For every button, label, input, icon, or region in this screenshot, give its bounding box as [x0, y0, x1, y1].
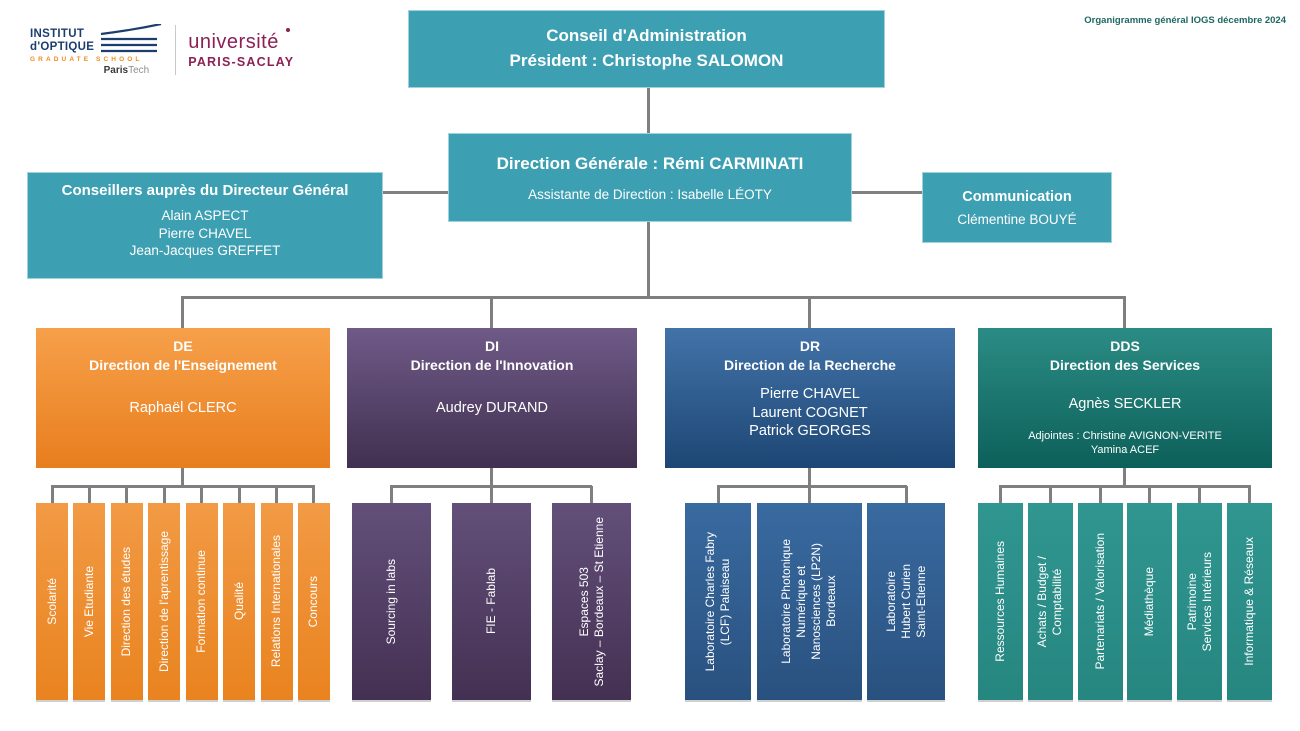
division-di-director: Audrey DURAND	[436, 399, 548, 416]
unit-bar: Médiathèque	[1127, 486, 1173, 700]
connector-line	[999, 485, 1251, 488]
connector-line	[181, 468, 184, 487]
connector-line	[808, 468, 811, 487]
connector-line	[490, 296, 493, 328]
division-dr-box: DR Direction de la Recherche Pierre CHAV…	[665, 328, 955, 468]
connector-line	[647, 222, 650, 299]
connector-line	[181, 296, 184, 328]
connector-line	[852, 191, 922, 194]
unit-bar: Laboratoire Hubert Curien Saint-Etienne	[867, 486, 945, 700]
unit-bar: Laboratoire Photonique Numérique et Nano…	[756, 486, 862, 700]
division-dr-directors: Pierre CHAVEL Laurent COGNET Patrick GEO…	[749, 385, 871, 440]
conseil-president: Président : Christophe SALOMON	[509, 51, 784, 70]
de-units-row: Scolarité Vie Etudiante Direction des ét…	[36, 486, 330, 700]
direction-generale-box: Direction Générale : Rémi CARMINATI Assi…	[448, 133, 852, 222]
direction-generale-title: Direction Générale : Rémi CARMINATI	[496, 153, 804, 173]
connector-line	[383, 191, 448, 194]
connector-line	[1123, 468, 1126, 487]
conseil-administration-box: Conseil d'Administration Président : Chr…	[408, 10, 885, 88]
universite-paris-saclay-logo: université PARIS-SACLAY	[188, 27, 295, 69]
institut-optique-wordmark: INSTITUT d'OPTIQUE	[30, 27, 95, 53]
logo-divider	[175, 25, 177, 75]
conseillers-title: Conseillers auprès du Directeur Général	[61, 182, 349, 199]
division-de-title: DE Direction de l'Enseignement	[89, 338, 277, 373]
connector-line	[1123, 296, 1126, 328]
unit-bar: Partenariats / Valorisation	[1077, 486, 1123, 700]
unit-bar: Laboratoire Charles Fabry (LCF) Palaisea…	[685, 486, 751, 700]
division-dr-title: DR Direction de la Recherche	[724, 338, 896, 373]
connector-line	[808, 296, 811, 328]
unit-bar: Qualité	[223, 486, 256, 700]
logo-dots-icon	[286, 27, 291, 32]
unit-bar: Direction de l'aprentissage	[148, 486, 181, 700]
division-dds-box: DDS Direction des Services Agnès SECKLER…	[978, 328, 1272, 468]
connector-line	[490, 468, 493, 487]
division-di-title: DI Direction de l'Innovation	[410, 338, 574, 373]
paristech-wordmark: ParisTech	[103, 65, 150, 76]
paris-saclay-wordmark: PARIS-SACLAY	[188, 54, 295, 69]
division-dds-title: DDS Direction des Services	[1049, 338, 1201, 373]
communication-box: Communication Clémentine BOUYÉ	[922, 172, 1112, 243]
division-dds-director: Agnès SECKLER	[1068, 395, 1182, 412]
unit-bar: Sourcing in labs	[352, 486, 431, 700]
unit-bar: Concours	[297, 486, 330, 700]
universite-wordmark: université	[188, 30, 279, 53]
dr-units-row: Laboratoire Charles Fabry (LCF) Palaisea…	[685, 486, 945, 700]
connector-line	[51, 485, 315, 488]
optical-fringes-icon	[101, 24, 162, 53]
graduate-school-wordmark: GRADUATE SCHOOL	[30, 56, 143, 63]
chart-caption: Organigramme général IOGS décembre 2024	[1084, 15, 1286, 26]
conseillers-names: Alain ASPECT Pierre CHAVEL Jean-Jacques …	[129, 208, 281, 259]
unit-bar: Vie Etudiante	[73, 486, 106, 700]
unit-bar: Direction des études	[110, 486, 143, 700]
unit-bar: Espaces 503 Saclay – Bordeaux – St Etien…	[552, 486, 631, 700]
direction-generale-assistante: Assistante de Direction : Isabelle LÉOTY	[528, 186, 772, 202]
unit-bar: Scolarité	[36, 486, 68, 700]
communication-title: Communication	[962, 188, 1072, 205]
connector-line	[647, 88, 650, 133]
institut-optique-logo: INSTITUT d'OPTIQUE GRADUATE SCHOOL Paris…	[30, 24, 163, 76]
logo-area: INSTITUT d'OPTIQUE GRADUATE SCHOOL Paris…	[30, 24, 294, 76]
dds-units-row: Ressources Humaines Achats / Budget / Co…	[978, 486, 1272, 700]
division-de-box: DE Direction de l'Enseignement Raphaël C…	[36, 328, 330, 468]
conseil-title: Conseil d'Administration	[546, 26, 747, 46]
communication-name: Clémentine BOUYÉ	[957, 211, 1077, 227]
unit-bar: Achats / Budget / Comptabilité	[1027, 486, 1073, 700]
connector-line	[717, 485, 907, 488]
division-dds-adjointes: Adjointes : Christine AVIGNON-VERITE Yam…	[1028, 429, 1222, 456]
unit-bar: Ressources Humaines	[978, 486, 1023, 700]
unit-bar: Informatique & Réseaux	[1226, 486, 1272, 700]
division-de-director: Raphaël CLERC	[129, 399, 237, 416]
unit-bar: Patrimoine Services Intérieurs	[1177, 486, 1223, 700]
division-di-box: DI Direction de l'Innovation Audrey DURA…	[347, 328, 637, 468]
unit-bar: Formation continue	[185, 486, 218, 700]
conseillers-box: Conseillers auprès du Directeur Général …	[27, 172, 383, 279]
unit-bar: FIE - Fablab	[452, 486, 531, 700]
connector-line	[181, 296, 1126, 299]
di-units-row: Sourcing in labs FIE - Fablab Espaces 50…	[352, 486, 631, 700]
unit-bar: Relations Internationales	[260, 486, 293, 700]
